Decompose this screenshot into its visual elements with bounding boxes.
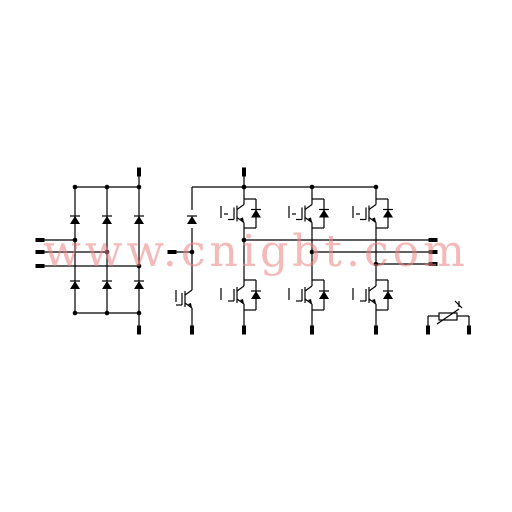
- diode-triangle: [102, 281, 112, 289]
- freewheel-diode-icon: [383, 208, 393, 218]
- freewheel-diode-icon: [383, 290, 393, 299]
- bridge-diode-icon: [134, 280, 144, 289]
- terminal-pin: [428, 262, 438, 266]
- bridge-diode-icon: [70, 215, 80, 224]
- junction-dot: [72, 310, 78, 316]
- igbt-collector: [236, 285, 245, 292]
- igbt-emitter: [304, 298, 313, 305]
- terminal-pin: [190, 325, 194, 335]
- igbt-emitter: [368, 298, 377, 305]
- junction-dot: [241, 237, 247, 243]
- diode-triangle: [383, 291, 393, 299]
- brake-igbt-icon: [176, 280, 193, 318]
- junction-dot: [104, 249, 110, 255]
- junction-dot: [373, 261, 379, 267]
- diode-triangle: [102, 216, 112, 224]
- igbt-collector: [368, 285, 377, 292]
- brake-diode-icon: [187, 215, 197, 224]
- junction-dot: [309, 249, 315, 255]
- junction-dot: [136, 184, 142, 190]
- lower-igbt-icon: [296, 276, 313, 314]
- lower-igbt-icon: [228, 276, 245, 314]
- diode-triangle: [319, 209, 329, 218]
- upper-igbt-icon: [296, 195, 313, 232]
- terminal-pin: [310, 325, 314, 335]
- diode-triangle: [251, 209, 261, 218]
- terminal-pin: [167, 250, 177, 254]
- junction-dot: [373, 184, 379, 190]
- igbt-arrow: [240, 299, 244, 304]
- terminal-pin: [35, 250, 45, 254]
- junction-dot: [189, 249, 195, 255]
- ntc-icon: [427, 300, 470, 326]
- igbt-collector: [304, 285, 313, 292]
- diode-triangle: [70, 216, 80, 224]
- junction-dot: [136, 263, 142, 269]
- igbt-emitter: [184, 302, 193, 309]
- terminal-pin: [242, 167, 246, 177]
- junction-dot: [136, 310, 142, 316]
- terminal-pin: [242, 325, 246, 335]
- igbt-collector: [236, 204, 245, 210]
- igbt-arrow: [308, 217, 312, 223]
- diode-triangle: [319, 291, 329, 299]
- igbt-arrow: [372, 299, 376, 304]
- igbt-emitter: [368, 217, 377, 223]
- junction-dot: [104, 310, 110, 316]
- igbt-arrow: [308, 299, 312, 304]
- igbt-arrow: [240, 217, 244, 223]
- junction-dot: [72, 184, 78, 190]
- junction-dot: [241, 184, 247, 190]
- lower-igbt-icon: [360, 276, 377, 314]
- terminal-pin: [467, 325, 471, 335]
- freewheel-diode-icon: [319, 208, 329, 218]
- junction-dot: [72, 237, 78, 243]
- diode-triangle: [251, 291, 261, 299]
- diode-triangle: [187, 216, 197, 224]
- terminal-pin: [428, 238, 438, 242]
- diode-triangle: [134, 216, 144, 224]
- terminal-pin: [426, 325, 430, 335]
- igbt-emitter: [236, 298, 245, 305]
- igbt-collector: [304, 204, 313, 210]
- junction-dot: [104, 184, 110, 190]
- bridge-diode-icon: [102, 215, 112, 224]
- igbt-emitter: [236, 217, 245, 223]
- bridge-diode-icon: [134, 215, 144, 224]
- diode-triangle: [383, 209, 393, 218]
- ntc-slash: [436, 308, 460, 325]
- terminal-pin: [137, 325, 141, 335]
- terminal-pin: [374, 325, 378, 335]
- igbt-collector: [184, 289, 193, 296]
- terminal-pin: [428, 250, 438, 254]
- freewheel-diode-icon: [251, 208, 261, 218]
- freewheel-diode-icon: [319, 290, 329, 299]
- terminal-pin: [35, 264, 45, 268]
- freewheel-diode-icon: [251, 290, 261, 299]
- diode-triangle: [70, 281, 80, 289]
- terminal-pin: [137, 167, 141, 177]
- upper-igbt-icon: [360, 195, 377, 232]
- igbt-arrow: [188, 303, 192, 308]
- igbt-arrow: [372, 217, 376, 223]
- igbt-emitter: [304, 217, 313, 223]
- igbt-collector: [368, 204, 377, 210]
- diode-triangle: [134, 281, 144, 289]
- bridge-diode-icon: [70, 280, 80, 289]
- terminal-pin: [35, 238, 45, 242]
- junction-dot: [309, 184, 315, 190]
- bridge-diode-icon: [102, 280, 112, 289]
- upper-igbt-icon: [228, 195, 245, 232]
